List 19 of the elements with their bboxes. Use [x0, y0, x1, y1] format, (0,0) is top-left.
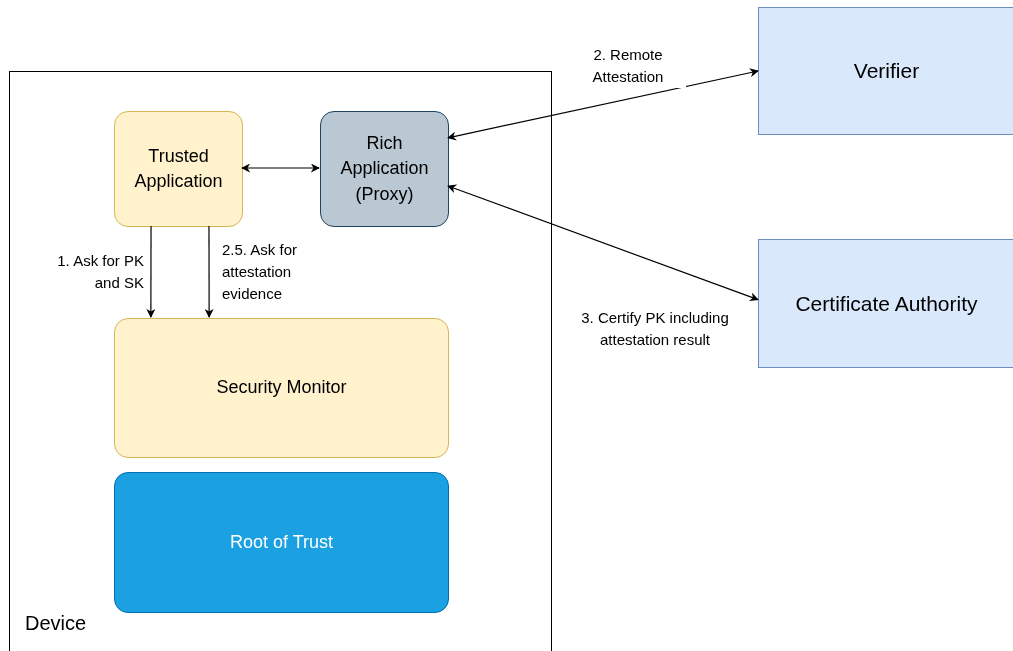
arrow: [204, 225, 214, 318]
node-label: Rich Application (Proxy): [339, 132, 430, 206]
node-label: Verifier: [852, 58, 921, 85]
process-box: [114, 111, 243, 227]
frame-label: Device: [25, 612, 87, 635]
arrow: [447, 184, 759, 302]
device-frame: [9, 71, 552, 651]
arrow: [447, 68, 759, 141]
process-box: [758, 7, 1013, 135]
process-box: [320, 111, 449, 227]
node-label: Certificate Authority: [794, 290, 979, 317]
node-label: Root of Trust: [228, 530, 334, 554]
node-label: Security Monitor: [215, 376, 348, 400]
node-label: Trusted Application: [133, 144, 224, 193]
process-box: [114, 472, 449, 613]
process-box: [758, 239, 1013, 368]
arrow: [241, 163, 320, 173]
arrow: [146, 225, 156, 318]
process-box: [114, 318, 449, 458]
